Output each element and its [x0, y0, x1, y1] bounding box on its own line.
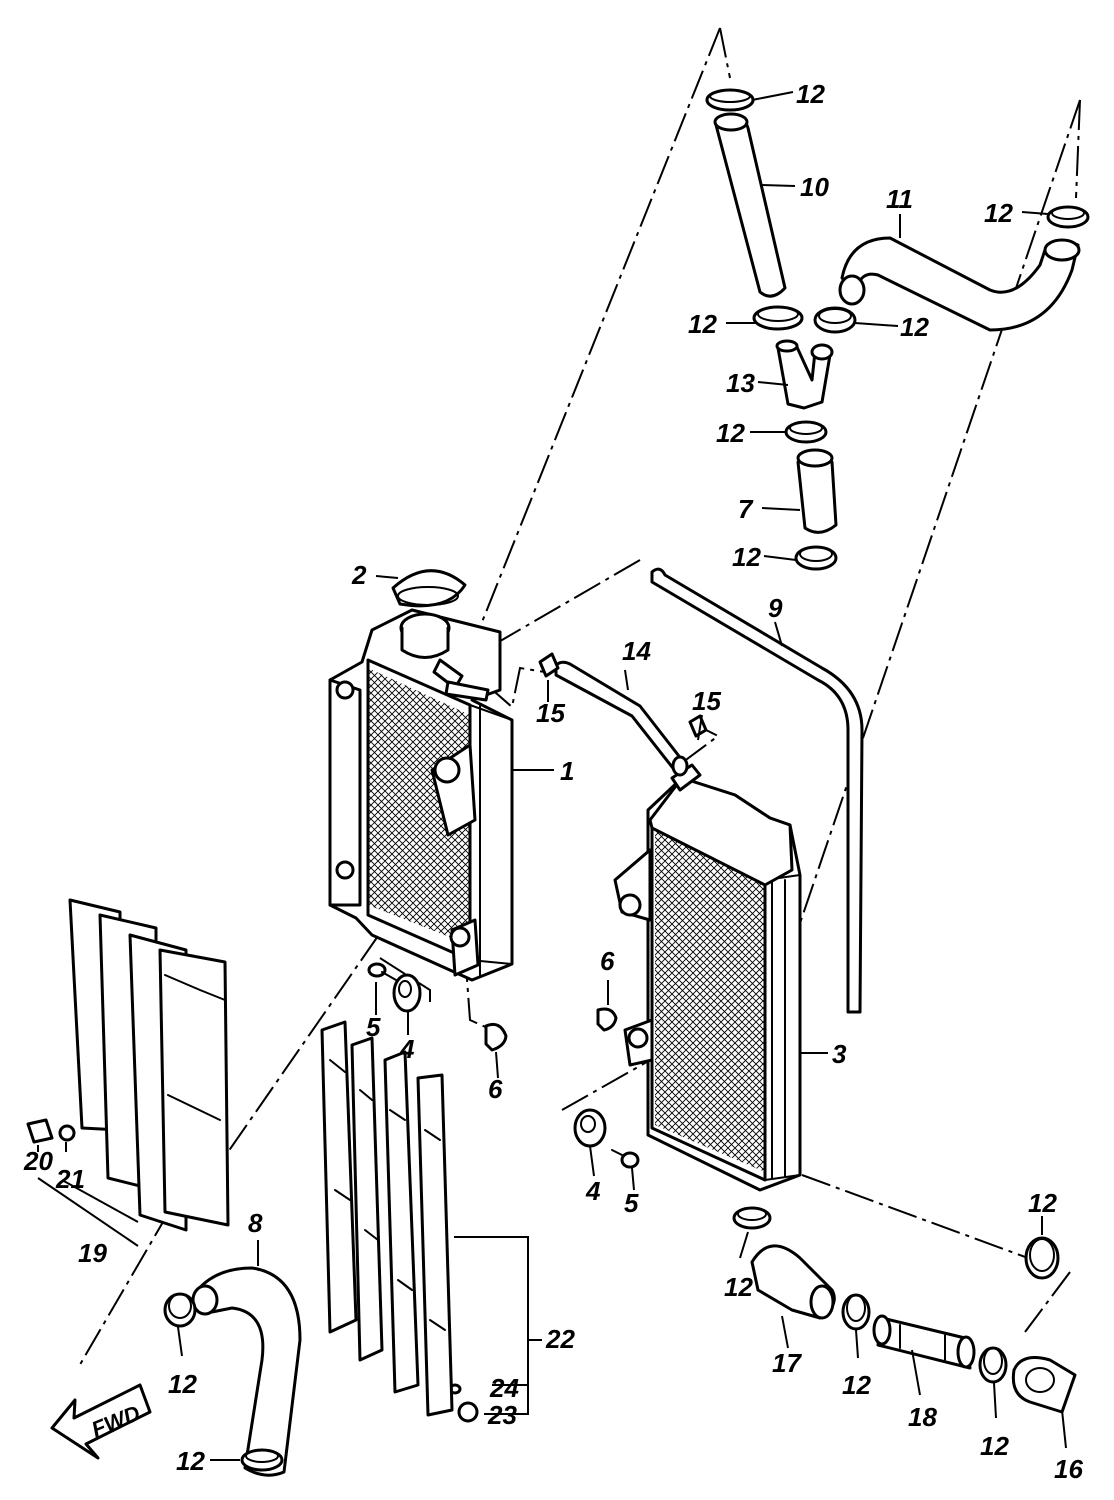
- callout-6: 6: [488, 1074, 503, 1104]
- callout-12: 12: [796, 79, 825, 109]
- bolt-5[interactable]: [367, 962, 640, 1169]
- callout-6: 6: [600, 946, 615, 976]
- callout-12: 12: [842, 1370, 871, 1400]
- callout-15: 15: [692, 686, 721, 716]
- grommet-4[interactable]: [392, 973, 607, 1148]
- callout-24: 24: [489, 1373, 519, 1403]
- callout-12: 12: [732, 542, 761, 572]
- callout-12: 12: [168, 1369, 197, 1399]
- callout-13: 13: [726, 368, 755, 398]
- callout-16: 16: [1054, 1454, 1083, 1484]
- callout-19: 19: [78, 1238, 107, 1268]
- callout-17: 17: [772, 1348, 802, 1378]
- callout-18: 18: [908, 1402, 937, 1432]
- screw-23-24[interactable]: [448, 1383, 479, 1423]
- callout-5: 5: [624, 1188, 639, 1218]
- callout-11: 11: [886, 184, 913, 214]
- callout-2: 2: [351, 560, 367, 590]
- hose-17[interactable]: [750, 1244, 836, 1320]
- callout-20: 20: [23, 1146, 53, 1176]
- hose-7[interactable]: [796, 448, 838, 534]
- callout-12: 12: [688, 309, 717, 339]
- cap-16[interactable]: [1011, 1356, 1077, 1414]
- left-radiator[interactable]: [328, 608, 514, 982]
- hose-9[interactable]: [650, 567, 864, 1014]
- callout-15: 15: [536, 698, 565, 728]
- callout-14: 14: [622, 636, 651, 666]
- front-direction-arrow-icon: FWD: [50, 1383, 152, 1460]
- leader-lines: [37, 91, 1067, 1461]
- callout-3: 3: [832, 1039, 847, 1069]
- callout-12: 12: [716, 418, 745, 448]
- shroud-19[interactable]: [68, 898, 230, 1232]
- radiator-cap[interactable]: [391, 569, 467, 608]
- callout-9: 9: [768, 593, 783, 623]
- callout-12: 12: [1028, 1188, 1057, 1218]
- callout-12: 12: [724, 1272, 753, 1302]
- louver-22[interactable]: [320, 1020, 454, 1417]
- hose-10[interactable]: [713, 112, 787, 298]
- callout-23: 23: [487, 1400, 517, 1430]
- callout-4: 4: [399, 1034, 415, 1064]
- pipe-18[interactable]: [872, 1314, 976, 1370]
- callout-1: 1: [560, 756, 574, 786]
- callout-8: 8: [248, 1208, 263, 1238]
- callout-12: 12: [980, 1431, 1009, 1461]
- hose-11[interactable]: [838, 236, 1081, 332]
- callout-21: 21: [55, 1164, 85, 1194]
- right-radiator[interactable]: [613, 763, 802, 1192]
- nut-20-21[interactable]: [26, 1118, 76, 1144]
- hose-clamp[interactable]: [163, 88, 1090, 1472]
- callout-22: 22: [545, 1324, 575, 1354]
- callout-5: 5: [366, 1012, 381, 1042]
- hose-8[interactable]: [191, 1266, 302, 1477]
- callout-12: 12: [176, 1446, 205, 1476]
- callout-10: 10: [800, 172, 829, 202]
- callout-12: 12: [984, 198, 1013, 228]
- callout-labels: 1 2 3 4 4 5 5 6 6 7 8 9 10 11 12 12 12 1…: [23, 79, 1083, 1484]
- callout-7: 7: [738, 494, 754, 524]
- callout-12: 12: [900, 312, 929, 342]
- collar-6[interactable]: [484, 1007, 618, 1052]
- hose-14[interactable]: [554, 660, 689, 777]
- callout-4: 4: [585, 1176, 601, 1206]
- y-joint-13[interactable]: [775, 339, 834, 410]
